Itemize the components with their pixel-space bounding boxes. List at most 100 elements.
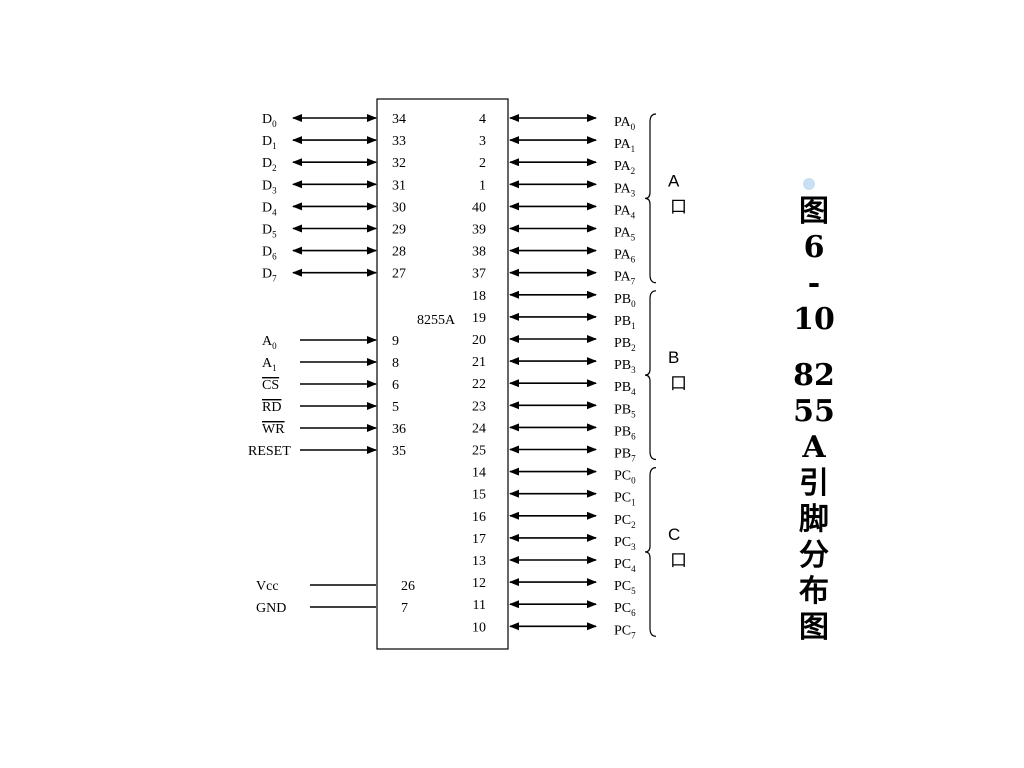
pin-number: 2 [479,156,486,171]
pin-number: 4 [479,112,486,127]
pin-number: 9 [392,334,399,349]
port-line-label: PC5 [614,579,636,596]
caption-char: A [802,430,826,465]
pin-number: 26 [401,579,415,594]
port-line-label: PC0 [614,469,636,486]
port-line-label: PB2 [614,336,636,353]
pin-number: 16 [472,510,486,525]
port-line-label: PC1 [614,491,636,508]
pin-number: 27 [392,267,406,282]
port-line-label: PB7 [614,447,636,464]
port-line-label: PA7 [614,270,636,287]
data-line-label: D7 [262,267,277,284]
control-line-label: RESET [248,444,291,459]
control-line-label: A0 [262,334,277,351]
pin-number: 36 [392,422,406,437]
port-line-label: PA6 [614,248,636,265]
pin-number: 29 [392,223,406,238]
pin-number: 22 [472,377,486,392]
port-suffix: 口 [670,374,687,393]
pin-number: 13 [472,554,486,569]
port-line-label: PA1 [614,137,635,154]
port-line-label: PB4 [614,380,636,397]
port-line-label: PC6 [614,601,636,618]
data-line-label: D0 [262,112,277,129]
control-line-label: A1 [262,356,277,373]
data-line-label: D6 [262,245,277,262]
port-brace [644,113,657,284]
pin-number: 14 [472,466,486,481]
power-line-label: GND [256,601,286,616]
pin-number: 3 [479,134,486,149]
pin-number: 35 [392,444,406,459]
control-line-label: WR [262,422,285,437]
pin-number: 37 [472,267,486,282]
pin-number: 19 [472,311,486,326]
caption-char: 10 [793,302,835,337]
pin-number: 34 [392,112,406,127]
port-suffix: 口 [670,551,687,570]
pin-number: 7 [401,601,408,616]
chip-name: 8255A [417,313,456,328]
pin-number: 33 [392,134,406,149]
port-line-label: PB0 [614,292,636,309]
port-name: A [668,171,680,190]
caption-char: 引 [799,466,829,501]
port-line-label: PB3 [614,358,636,375]
data-line-label: D5 [262,223,277,240]
pin-number: 25 [472,444,486,459]
port-line-label: PC4 [614,557,636,574]
pin-number: 15 [472,488,486,503]
caption-char: 图 [799,610,829,645]
pin-number: 18 [472,289,486,304]
pin-number: 23 [472,399,486,414]
port-line-label: PB5 [614,402,636,419]
port-suffix: 口 [670,197,687,216]
port-line-label: PB6 [614,424,636,441]
pin-number: 39 [472,223,486,238]
data-line-label: D1 [262,134,277,151]
port-line-label: PC3 [614,535,636,552]
pin-number: 11 [473,598,486,613]
caption-char: 6 [803,230,825,265]
data-line-label: D4 [262,200,277,217]
caption-char: 55 [793,394,835,429]
control-line-label: CS [262,378,279,393]
pin-number: 38 [472,245,486,260]
caption-char: 脚 [799,502,829,537]
pin-number: 10 [472,620,486,635]
caption-char: 图 [799,194,829,229]
pin-number: 21 [472,355,486,370]
pin-number: 1 [479,178,486,193]
port-line-label: PA4 [614,203,636,220]
pin-number: 32 [392,156,406,171]
chip-body [376,98,509,650]
port-brace [644,290,657,461]
pin-number: 24 [472,421,486,436]
pin-number: 40 [472,200,486,215]
port-line-label: PA0 [614,115,636,132]
pin-number: 12 [472,576,486,591]
pin-number: 31 [392,178,406,193]
pin-number: 20 [472,333,486,348]
pin-number: 6 [392,378,399,393]
port-name: B [668,348,679,367]
port-line-label: PB1 [614,314,636,331]
port-brace [644,467,657,637]
data-line-label: D2 [262,156,277,173]
caption-char: 分 [799,538,829,573]
caption-char: 82 [793,358,835,393]
control-line-label: RD [262,400,281,415]
caption-char: - [807,266,821,301]
port-line-label: PC7 [614,623,636,640]
port-line-label: PA2 [614,159,635,176]
caption-char: 布 [799,574,829,609]
port-line-label: PA3 [614,181,636,198]
